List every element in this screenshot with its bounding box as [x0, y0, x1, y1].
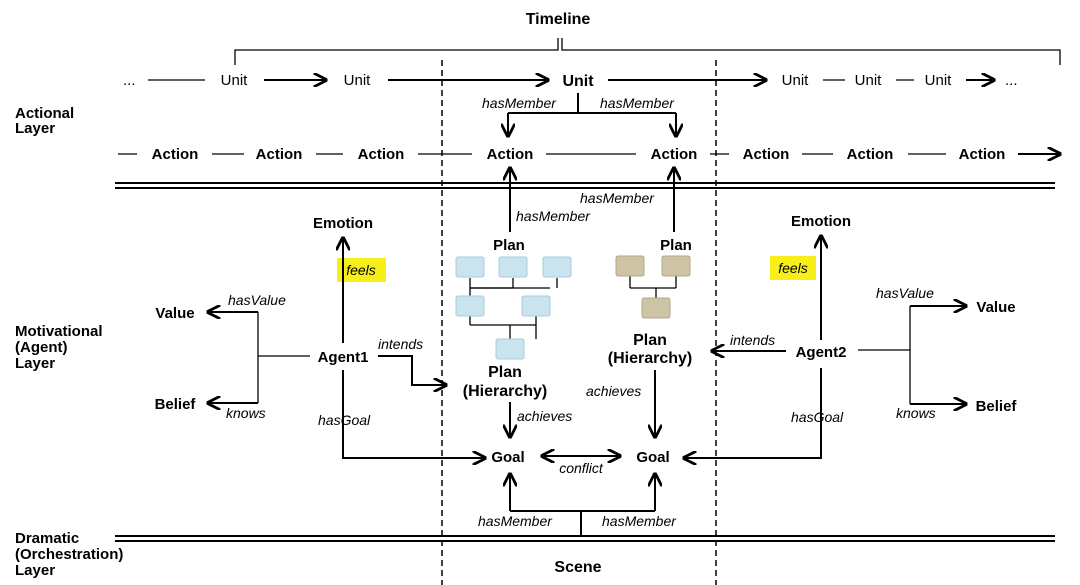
actional-layer-label: Actional Layer [15, 105, 74, 137]
has-member-label: hasMember [482, 95, 557, 111]
dramatic-layer-label: Dramatic (Orchestration) Layer [15, 530, 123, 579]
agent2-value-belief-connector [858, 306, 966, 404]
belief-left: Belief [155, 396, 197, 413]
agent1: Agent1 [318, 349, 369, 366]
unit-4: Unit [782, 72, 810, 89]
unit-5: Unit [855, 72, 883, 89]
achieves-label-left: achieves [517, 408, 572, 424]
unit-6: Unit [925, 72, 953, 89]
emotion-left: Emotion [313, 215, 373, 232]
plan-hierarchy-right: Plan (Hierarchy) [608, 332, 692, 367]
action-1: Action [152, 146, 199, 163]
conflict-label: conflict [559, 460, 604, 476]
svg-text:(Hierarchy): (Hierarchy) [463, 383, 547, 400]
dramatic-separator [115, 535, 1055, 542]
action-2: Action [256, 146, 303, 163]
emotion-right: Emotion [791, 213, 851, 230]
timeline-bracket [234, 38, 1061, 65]
intends-label-right: intends [730, 332, 775, 348]
action-4: Action [487, 146, 534, 163]
plan-label-left: Plan [493, 237, 525, 254]
knows-label-right: knows [896, 405, 936, 421]
scene-has-member-connector [510, 474, 655, 536]
action-5: Action [651, 146, 698, 163]
svg-text:Motivational: Motivational [15, 323, 103, 340]
actional-separator [115, 182, 1055, 189]
action-3: Action [358, 146, 405, 163]
plan-tree-right [615, 255, 691, 319]
goal-left: Goal [491, 449, 524, 466]
current-unit: Unit [562, 73, 594, 90]
motivational-layer-label: Motivational (Agent) Layer [15, 323, 103, 372]
svg-text:(Hierarchy): (Hierarchy) [608, 350, 692, 367]
svg-text:Actional: Actional [15, 105, 74, 122]
svg-text:Dramatic: Dramatic [15, 530, 79, 547]
plan-tree-left [455, 256, 572, 360]
agent2-has-goal-arrow [684, 368, 822, 458]
svg-text:Plan: Plan [488, 364, 522, 381]
has-value-label-right: hasValue [876, 285, 934, 301]
unit-ellipsis-left: ... [123, 72, 136, 89]
has-member-label: hasMember [580, 190, 655, 206]
unit-has-member-connector [508, 93, 676, 136]
agent2: Agent2 [796, 344, 847, 361]
goal-right: Goal [636, 449, 669, 466]
knows-label-left: knows [226, 405, 266, 421]
action-8: Action [959, 146, 1006, 163]
belief-right: Belief [976, 398, 1018, 415]
has-member-label: hasMember [600, 95, 675, 111]
plan-hierarchy-left: Plan (Hierarchy) [463, 364, 547, 400]
agent1-intends-arrow [378, 355, 446, 385]
unit-2: Unit [344, 72, 372, 89]
has-member-label: hasMember [516, 208, 591, 224]
achieves-label-right: achieves [586, 383, 641, 399]
feels-highlight-right [770, 256, 816, 280]
intends-label-left: intends [378, 336, 423, 352]
agent1-has-goal-arrow [342, 370, 485, 458]
action-7: Action [847, 146, 894, 163]
value-left: Value [155, 305, 194, 322]
svg-text:Layer: Layer [15, 120, 55, 137]
unit-1: Unit [221, 72, 249, 89]
feels-highlight-left [337, 258, 386, 282]
has-member-label: hasMember [602, 513, 677, 529]
has-goal-label-left: hasGoal [318, 412, 371, 428]
feels-label-right: feels [778, 260, 808, 276]
svg-text:Layer: Layer [15, 562, 55, 579]
svg-text:Plan: Plan [633, 332, 667, 349]
feels-label-left: feels [346, 262, 376, 278]
unit-ellipsis-right: ... [1005, 72, 1018, 89]
svg-text:(Orchestration): (Orchestration) [15, 546, 123, 563]
svg-text:Layer: Layer [15, 355, 55, 372]
svg-text:(Agent): (Agent) [15, 339, 68, 356]
has-value-label-left: hasValue [228, 292, 286, 308]
value-right: Value [976, 299, 1015, 316]
agent1-value-belief-connector [208, 312, 310, 403]
scene-label: Scene [554, 559, 601, 576]
plan-label-right: Plan [660, 237, 692, 254]
has-member-label: hasMember [478, 513, 553, 529]
has-goal-label-right: hasGoal [791, 409, 844, 425]
action-6: Action [743, 146, 790, 163]
timeline-title: Timeline [526, 11, 591, 28]
